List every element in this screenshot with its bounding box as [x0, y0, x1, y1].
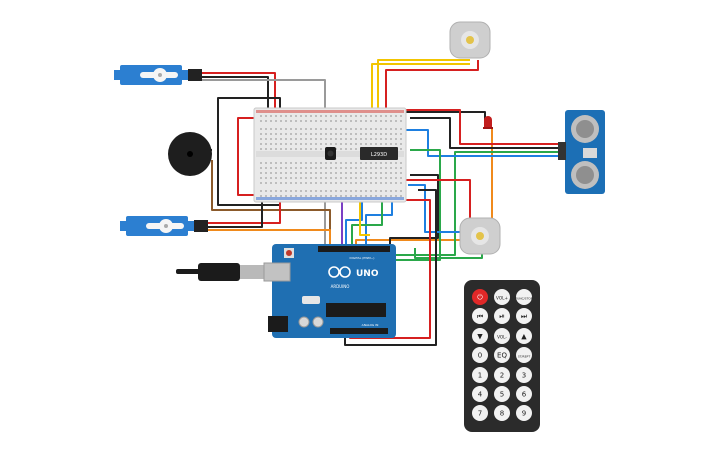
wire-motor-top-red [385, 60, 479, 140]
remote-button-digit-0[interactable]: 0 [472, 347, 488, 363]
servo-bottom[interactable] [120, 216, 208, 236]
wire-left-black-loop [217, 97, 281, 206]
wire-motor-bot-blue [408, 184, 462, 233]
wire-servo-bot-orange [205, 229, 331, 245]
remote-button-st-rept[interactable]: ST/REPT [516, 347, 532, 363]
remote-button-prev[interactable]: ⏮ [472, 308, 488, 324]
wire-motor-bot-red [398, 179, 471, 230]
remote-buttons: ⏻ VOL+ FUNC/STOP ⏮ ⏯ ⏭ ▼ VOL- ▲ 0 EQ ST/REPT 1 2 3 4 5 6 7… [472, 289, 533, 421]
remote-button-label: 7 [478, 410, 482, 418]
remote-button-label: 0 [478, 352, 482, 360]
remote-button-label: ▲ [521, 333, 527, 341]
remote-button-label: 6 [522, 391, 527, 399]
ultrasonic-sensor[interactable] [558, 110, 605, 194]
remote-button-label: ⏻ [477, 294, 483, 302]
driver-ic[interactable]: L293D [360, 147, 398, 160]
remote-button-digit-3[interactable]: 3 [516, 367, 532, 383]
ir-receiver[interactable] [325, 147, 336, 160]
remote-button-label: ⏮ [477, 313, 483, 321]
remote-button-label: 2 [500, 372, 504, 380]
remote-button-label: 9 [522, 410, 526, 418]
remote-button-play-pause[interactable]: ⏯ [494, 308, 510, 324]
arduino-digital-header-label: DIGITAL (PWM~) [350, 256, 375, 260]
wire-servo-bot-red [205, 195, 281, 224]
remote-button-label: ⏭ [521, 313, 528, 321]
remote-button-up[interactable]: ▲ [516, 328, 532, 344]
wire-servo-top-red [200, 72, 276, 110]
remote-button-label: 3 [522, 372, 526, 380]
remote-button-func-stop[interactable]: FUNC/STOP [515, 289, 533, 305]
wire-ir-black [344, 189, 437, 346]
remote-button-label: VOL- [497, 335, 507, 340]
wire-left-brown [211, 160, 331, 245]
remote-button-label: FUNC/STOP [515, 297, 532, 301]
servo-top[interactable] [114, 65, 202, 85]
usb-cable[interactable] [176, 263, 264, 281]
dc-motor-top[interactable] [449, 21, 491, 59]
remote-button-label: EQ [497, 352, 507, 360]
breadboard-holes [260, 115, 402, 197]
remote-button-next[interactable]: ⏭ [516, 308, 532, 324]
remote-button-digit-1[interactable]: 1 [472, 367, 488, 383]
remote-button-digit-6[interactable]: 6 [516, 386, 532, 402]
piezo-buzzer[interactable] [168, 132, 212, 176]
arduino-brand-label: ARDUINO [331, 284, 350, 289]
remote-button-down[interactable]: ▼ [472, 328, 488, 344]
wire-servo-bot-black [205, 198, 263, 228]
remote-button-digit-9[interactable]: 9 [516, 405, 532, 421]
remote-button-label: ▼ [477, 333, 483, 341]
remote-button-label: 4 [478, 391, 483, 399]
remote-button-digit-4[interactable]: 4 [472, 386, 488, 402]
remote-button-label: ST/REPT [518, 355, 531, 359]
remote-button-vol-down[interactable]: VOL- [494, 328, 510, 344]
dc-motor-bottom[interactable] [459, 217, 501, 255]
remote-button-digit-8[interactable]: 8 [494, 405, 510, 421]
arduino-analog-header-label: ANALOG IN [362, 323, 379, 327]
remote-button-digit-7[interactable]: 7 [472, 405, 488, 421]
wire-bb-yellow-2 [359, 190, 370, 236]
wire-motor-bot-black [389, 174, 439, 248]
remote-button-power[interactable]: ⏻ [472, 289, 488, 305]
arduino-logo [328, 266, 351, 278]
wire-servo-top-black [200, 76, 269, 115]
remote-button-label: VOL+ [496, 296, 508, 301]
remote-button-label: 8 [500, 410, 504, 418]
remote-button-label: ⏯ [499, 313, 505, 321]
arduino-model-label: UNO [356, 269, 379, 279]
remote-button-label: 5 [500, 391, 504, 399]
remote-button-label: 1 [478, 372, 482, 380]
ir-remote[interactable]: ⏻ VOL+ FUNC/STOP ⏮ ⏯ ⏭ ▼ VOL- ▲ 0 EQ ST/REPT 1 2 3 4 5 6 7… [464, 280, 540, 432]
arduino-uno[interactable]: UNO ARDUINO DIGITAL (PWM~) ANALOG IN [263, 244, 396, 338]
remote-button-digit-5[interactable]: 5 [494, 386, 510, 402]
wire-us-red [402, 109, 560, 145]
wire-led-black [399, 111, 486, 140]
remote-button-eq[interactable]: EQ [494, 347, 510, 363]
wire-left-red-loop [237, 117, 265, 196]
red-led[interactable] [483, 116, 493, 129]
wire-us-black [410, 117, 560, 149]
remote-button-digit-2[interactable]: 2 [494, 367, 510, 383]
remote-button-vol-up[interactable]: VOL+ [494, 289, 510, 305]
driver-ic-label: L293D [371, 152, 387, 158]
